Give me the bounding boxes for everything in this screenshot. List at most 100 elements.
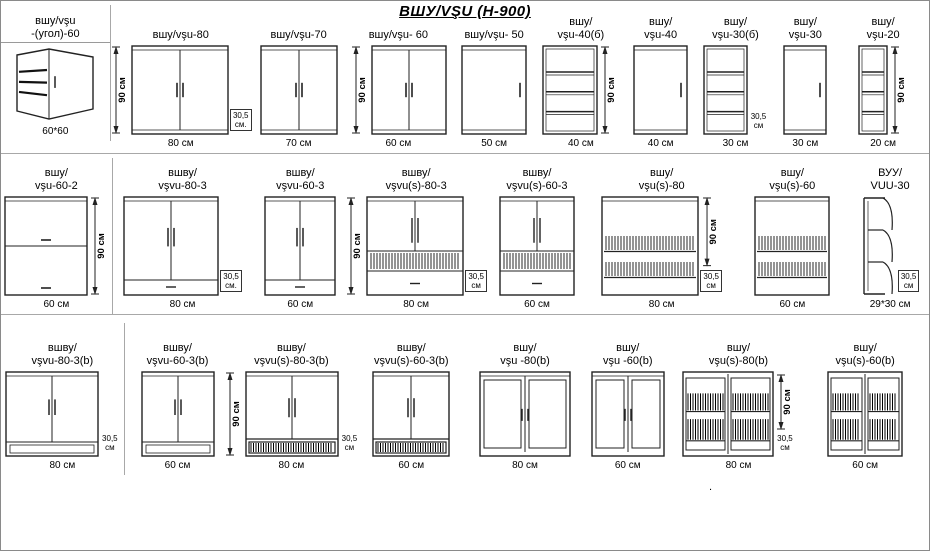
cabinet-label: вшу/vşu-80 bbox=[152, 28, 209, 41]
height-dimension: 90 см bbox=[890, 46, 907, 134]
cabinet-figure: 30,5 см. bbox=[123, 196, 242, 296]
cabinet-size-caption: 60*60 bbox=[42, 126, 69, 137]
cabinet-drawing-door2 bbox=[371, 45, 447, 135]
cabinet-figure: 30,5 см bbox=[861, 196, 920, 296]
dimension-column: 90 см bbox=[889, 45, 909, 135]
svg-text:90 см: 90 см bbox=[606, 77, 617, 103]
cabinet-size-caption: 80 см bbox=[648, 299, 675, 310]
cabinet-drawing-corner bbox=[16, 48, 95, 120]
cabinet-label: вшу/ vşu-40(б) bbox=[557, 16, 605, 41]
cabinet-drawing-open3 bbox=[702, 45, 748, 135]
depth-dimension: 30,5 см. bbox=[220, 269, 242, 292]
cabinet-drawing-glass_dryer bbox=[682, 371, 774, 457]
cabinet-label: вшву/ vşvu(s)-80-3 bbox=[385, 167, 447, 192]
cabinet-label: вшву/ vşvu(s)-60-3(b) bbox=[373, 342, 449, 367]
cabinet-size-caption: 30 см bbox=[792, 138, 819, 149]
cabinet-drawing-doors_dryer_flap bbox=[499, 196, 575, 296]
cabinet-drawing-glass_dryer bbox=[827, 371, 903, 457]
cabinet-figure: 90 см bbox=[857, 45, 909, 135]
cabinet-drawing-door2 bbox=[259, 45, 338, 135]
cabinet-drawing-door1 bbox=[633, 45, 688, 135]
cabinet-figure bbox=[140, 371, 215, 457]
cabinet-size-caption: 29*30 см bbox=[869, 299, 911, 310]
dimension-column: 30,5 см. bbox=[229, 45, 252, 135]
cabinet-size-caption: 50 см bbox=[481, 138, 507, 149]
cabinet-size-caption: 20 см bbox=[870, 138, 896, 149]
cabinet-figure: 90 см bbox=[4, 196, 109, 296]
cabinet-label: вшву/ vşvu-60-3 bbox=[276, 167, 325, 192]
svg-text:90 см: 90 см bbox=[708, 219, 719, 244]
cabinet-label: вшу/ vşu-20 bbox=[866, 16, 900, 41]
cabinet-card: вшу/ vşu-30(б) 30,5 см 30 см bbox=[698, 5, 774, 153]
cabinet-size-caption: 80 см bbox=[278, 460, 305, 471]
cabinet-size-caption: 40 см bbox=[567, 138, 594, 149]
depth-dimension: 30,5 см. bbox=[229, 108, 252, 131]
cabinet-label: вшву/ vşvu-80-3(b) bbox=[31, 342, 94, 367]
cabinet-figure bbox=[827, 371, 903, 457]
cabinet-drawing-doors_niche bbox=[140, 371, 215, 457]
depth-dimension: 30,5 см bbox=[100, 432, 120, 453]
cabinet-drawing-dryer_open bbox=[754, 196, 831, 296]
cabinet-size-caption: 80 см bbox=[169, 299, 196, 310]
height-dimension: 90 см bbox=[90, 197, 107, 295]
cabinet-figure bbox=[13, 45, 97, 123]
dimension-column: 30,5 см bbox=[748, 45, 769, 135]
dimension-column: 30,5 см bbox=[897, 196, 920, 296]
cabinet-card: ВУУ/ VUU-30 30,5 см 29*30 см bbox=[851, 158, 929, 314]
depth-dimension: 30,5 см bbox=[748, 110, 769, 131]
cabinet-label: вшу/ vşu(s)-80 bbox=[638, 167, 685, 192]
dimension-column: 90 см bbox=[89, 196, 109, 296]
cabinet-card: вшу/vşu-80 90 см 30,5 см. 80 см bbox=[110, 5, 252, 153]
cabinet-figure: 30,5 см bbox=[702, 45, 769, 135]
cabinet-drawing-open3 bbox=[857, 45, 888, 135]
cabinet-figure: 90 см 30,5 см. bbox=[110, 45, 252, 135]
cabinet-size-caption: 40 см bbox=[647, 138, 674, 149]
cabinet-card: вшу/ vşu-40(б) 90 см 40 см bbox=[538, 5, 624, 153]
cabinet-size-caption: 60 см bbox=[164, 460, 191, 471]
cabinet-size-caption: 60 см bbox=[852, 460, 879, 471]
cabinet-card: вшу/ vşu-20 90 см 20 см bbox=[837, 5, 929, 153]
cabinet-size-caption: 60 см bbox=[614, 460, 641, 471]
svg-text:90 см: 90 см bbox=[117, 77, 128, 103]
cabinet-figure bbox=[479, 371, 571, 457]
cabinet-figure bbox=[633, 45, 688, 135]
svg-text:90 см: 90 см bbox=[896, 77, 907, 103]
cabinet-label: вшу/ vşu(s)-80(b) bbox=[708, 342, 769, 367]
cabinet-figure: 90 см bbox=[542, 45, 619, 135]
cabinet-size-caption: 30 см bbox=[722, 138, 749, 149]
cabinet-drawing-doors_niche bbox=[5, 371, 99, 457]
cabinet-drawing-doors_flap bbox=[123, 196, 219, 296]
cabinet-card: вшу/ vşu -60(b)60 см bbox=[580, 323, 676, 475]
cabinet-drawing-doors_dryer_flap bbox=[366, 196, 465, 296]
depth-dimension: 30,5 см bbox=[897, 269, 920, 292]
cabinet-label: вшу/ vşu-30 bbox=[788, 16, 822, 41]
dimension-column: 30,5 см bbox=[339, 371, 360, 457]
cabinet-drawing-glass2 bbox=[591, 371, 665, 457]
dimension-column: 30,5 см. bbox=[220, 196, 242, 296]
cabinet-drawing-doors_flap bbox=[264, 196, 336, 296]
svg-text:90 см: 90 см bbox=[357, 77, 368, 103]
page-title: ВШУ/VŞU (Н-900) bbox=[399, 3, 531, 20]
depth-dimension: 30,5 см bbox=[465, 269, 487, 292]
cabinet-size-caption: 80 см bbox=[167, 138, 194, 149]
cabinet-label: ВУУ/ VUU-30 bbox=[870, 167, 910, 192]
height-dimension: 90 см bbox=[351, 46, 368, 134]
cabinet-size-caption: 60 см bbox=[385, 138, 412, 149]
cabinet-label: вшу/ vşu-30(б) bbox=[712, 16, 759, 41]
cabinet-figure bbox=[499, 196, 575, 296]
